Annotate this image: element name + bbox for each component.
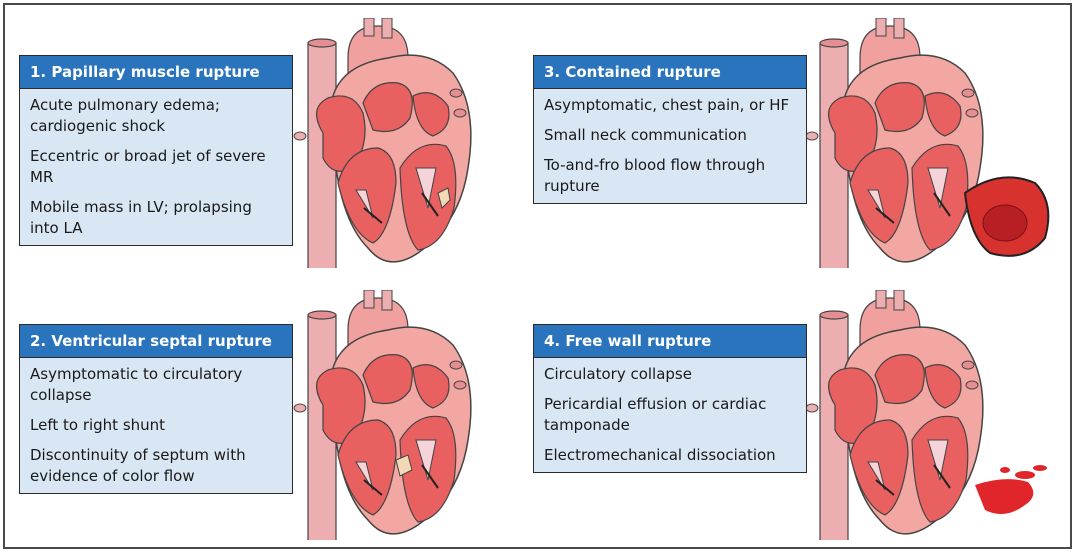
finding-item: Pericardial effusion or cardiac tamponad… [544,395,767,434]
panel-card: 2. Ventricular septal rupture Asymptomat… [19,324,293,494]
panel-card: 1. Papillary muscle rupture Acute pulmon… [19,55,293,246]
panel-body: Asymptomatic to circulatory collapse Lef… [20,358,292,493]
heart-free-wall-rupture-icon [805,290,1047,540]
panel-card: 3. Contained rupture Asymptomatic, chest… [533,55,807,204]
finding-item: Left to right shunt [30,416,166,434]
finding-item: Eccentric or broad jet of severe MR [30,147,266,186]
finding-item: Small neck communication [544,126,747,144]
panel-title: 4. Free wall rupture [534,325,806,358]
heart-contained-rupture-icon [805,18,1050,268]
panel-title: 2. Ventricular septal rupture [20,325,292,358]
panel-body: Asymptomatic, chest pain, or HF Small ne… [534,89,806,203]
panel-title: 1. Papillary muscle rupture [20,56,292,89]
panel-body: Acute pulmonary edema; cardiogenic shock… [20,89,292,245]
panel-body: Circulatory collapse Pericardial effusio… [534,358,806,472]
finding-item: Electromechanical dissociation [544,446,776,464]
heart-septal-rupture-icon [293,290,472,540]
panel-title: 3. Contained rupture [534,56,806,89]
finding-item: Circulatory collapse [544,365,692,383]
finding-item: Acute pulmonary edema; cardiogenic shock [30,96,220,135]
finding-item: Asymptomatic, chest pain, or HF [544,96,790,114]
heart-papillary-rupture-icon [293,18,472,268]
finding-item: Discontinuity of septum with evidence of… [30,446,246,485]
panel-card: 4. Free wall rupture Circulatory collaps… [533,324,807,473]
finding-item: To-and-fro blood flow through rupture [544,156,766,195]
finding-item: Asymptomatic to circulatory collapse [30,365,243,404]
finding-item: Mobile mass in LV; prolapsing into LA [30,198,252,237]
